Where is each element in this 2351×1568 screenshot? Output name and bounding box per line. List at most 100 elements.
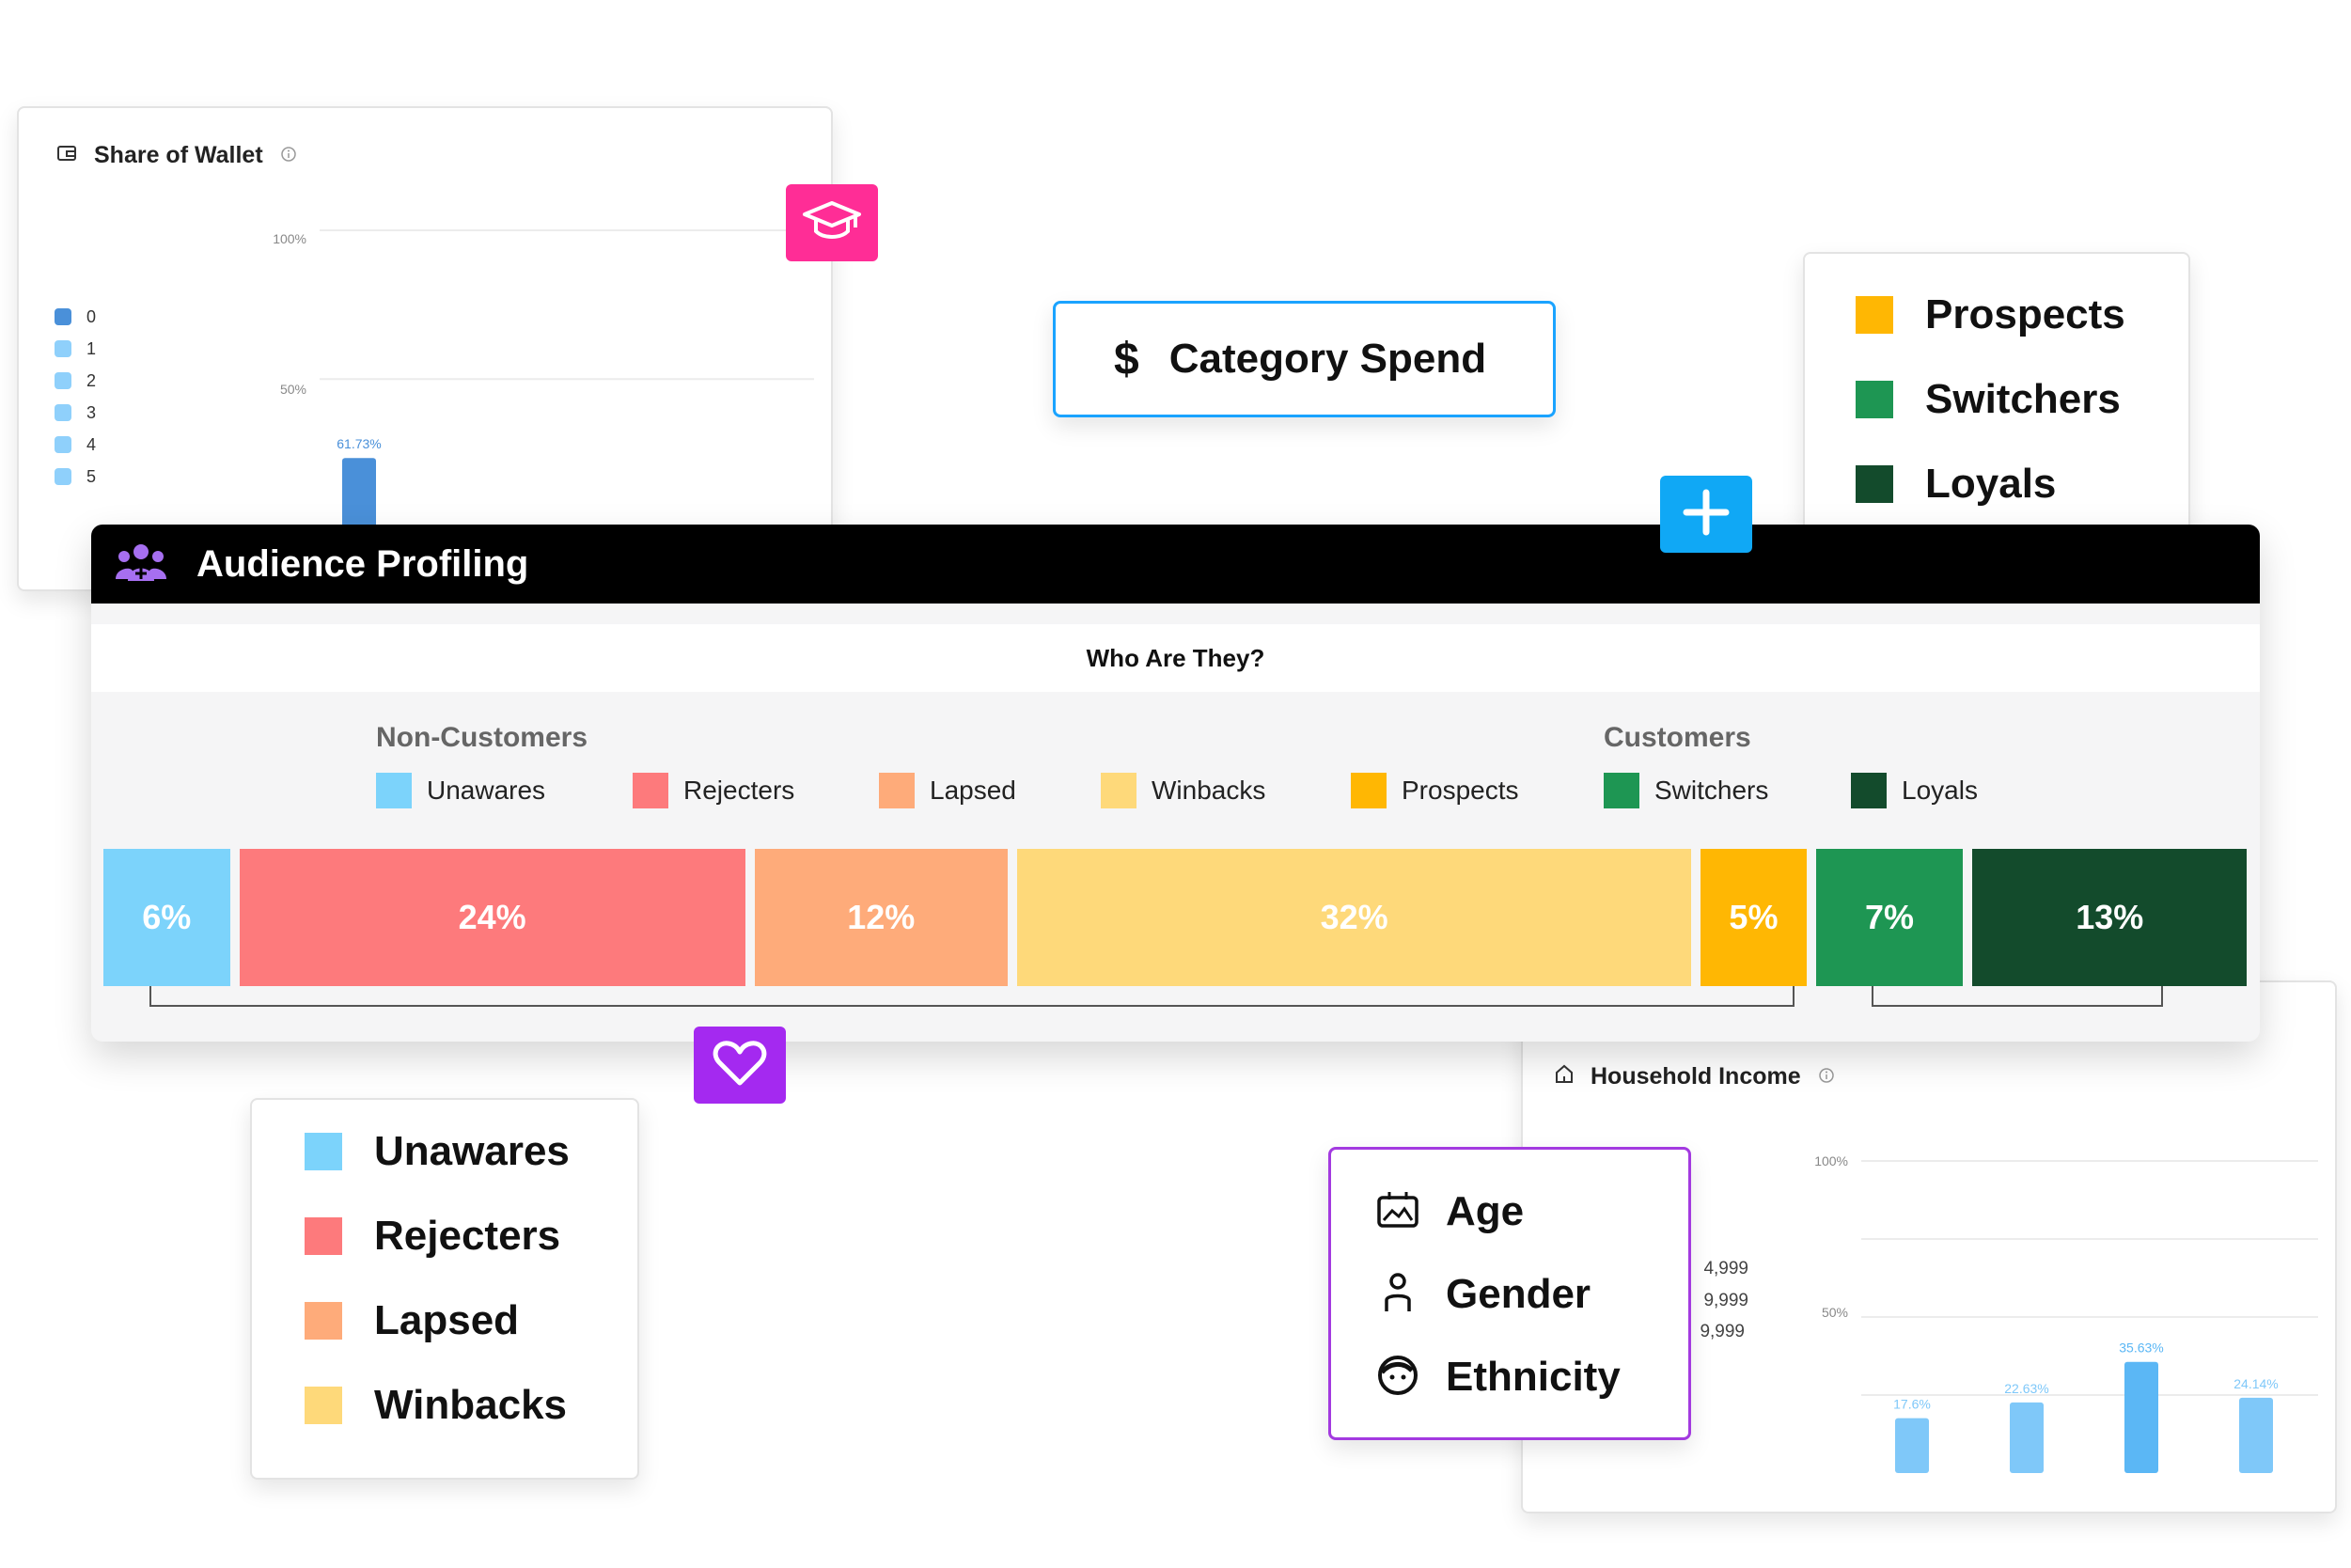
- data-label: 24.14%: [2233, 1376, 2278, 1391]
- legend-item[interactable]: 2: [55, 365, 96, 397]
- wallet-icon: [56, 142, 77, 169]
- legend-item-winbacks[interactable]: Winbacks: [1101, 773, 1265, 808]
- segment-32-pct[interactable]: 32%: [1016, 849, 1692, 986]
- bar[interactable]: [2239, 1397, 2273, 1473]
- legend-swatch: [55, 468, 71, 485]
- legend-item-rejecters[interactable]: Rejecters: [305, 1194, 637, 1278]
- legend-item-lapsed[interactable]: Lapsed: [879, 773, 1016, 808]
- legend-item-lapsed[interactable]: Lapsed: [305, 1278, 637, 1363]
- household-income-title: Household Income: [1555, 1063, 1835, 1090]
- legend-swatch: [55, 404, 71, 421]
- audience-group-icon: [114, 541, 168, 588]
- legend-swatch: [376, 773, 412, 808]
- data-label: 22.63%: [2004, 1381, 2048, 1396]
- share-of-wallet-title: Share of Wallet: [56, 142, 297, 169]
- person-icon: [1376, 1272, 1419, 1318]
- household-income-chart: 100% 50% 4,999 9,999 9,999 17.6% 22.63% 35…: [1700, 1153, 2318, 1473]
- legend-swatch: [305, 1217, 342, 1255]
- share-of-wallet-legend: 0 1 2 3 4 5: [55, 301, 96, 493]
- legend-swatch: [1856, 465, 1893, 503]
- legend-swatch: [55, 372, 71, 389]
- legend-swatch: [305, 1133, 342, 1170]
- info-icon[interactable]: [1818, 1063, 1835, 1090]
- demographics-card: Age Gender Ethnicity: [1328, 1147, 1691, 1440]
- segment-6-pct[interactable]: 6%: [103, 849, 230, 986]
- legend-item-switchers[interactable]: Switchers: [1856, 357, 2188, 442]
- y-axis-label-mid: 50%: [280, 382, 306, 397]
- share-of-wallet-chart: 100% 50% 61.73%13.08%7.64%6.51%3.9%7.14%: [273, 229, 814, 589]
- legend-swatch: [1101, 773, 1136, 808]
- data-label: 17.6%: [1893, 1397, 1931, 1412]
- audience-profiling-header: Audience Profiling: [91, 525, 2260, 604]
- legend-swatch: [879, 773, 915, 808]
- group-label-noncustomers: Non-Customers: [376, 722, 588, 753]
- legend-swatch: [55, 308, 71, 325]
- age-icon: [1376, 1190, 1419, 1234]
- audience-profiling-title: Audience Profiling: [196, 542, 529, 585]
- heart-icon: [713, 1040, 767, 1091]
- legend-item[interactable]: 4: [55, 429, 96, 461]
- legend-swatch: [1351, 773, 1387, 808]
- legend-item-prospects[interactable]: Prospects: [1351, 773, 1519, 808]
- face-icon: [1376, 1354, 1419, 1402]
- income-range-label: 9,999: [1700, 1322, 1745, 1341]
- bar[interactable]: [2124, 1361, 2158, 1473]
- customer-legend-card: Prospects Switchers Loyals: [1803, 252, 2190, 534]
- segment-12-pct[interactable]: 12%: [754, 849, 1008, 986]
- income-range-label: 4,999: [1702, 1259, 1748, 1278]
- bar[interactable]: [1895, 1418, 1929, 1473]
- legend-item[interactable]: 5: [55, 461, 96, 493]
- customer-bracket: [1872, 986, 2163, 1007]
- income-range-label: 9,999: [1703, 1291, 1748, 1310]
- data-label: 61.73%: [337, 436, 381, 451]
- legend-item-winbacks[interactable]: Winbacks: [305, 1363, 637, 1448]
- demographic-item-gender[interactable]: Gender: [1376, 1253, 1688, 1336]
- legend-item-loyals[interactable]: Loyals: [1856, 442, 2188, 526]
- legend-swatch: [55, 340, 71, 357]
- section-subtitle: Who Are They?: [91, 624, 2260, 692]
- legend-swatch: [1604, 773, 1639, 808]
- segment-5-pct[interactable]: 5%: [1701, 849, 1807, 986]
- legend-swatch: [1851, 773, 1887, 808]
- category-spend-chip[interactable]: $ Category Spend: [1053, 301, 1556, 417]
- graduation-cap-button[interactable]: [786, 184, 878, 261]
- legend-swatch: [55, 436, 71, 453]
- segment-13-pct[interactable]: 13%: [1972, 849, 2247, 986]
- legend-item[interactable]: 0: [55, 301, 96, 333]
- legend-item-unawares[interactable]: Unawares: [305, 1109, 637, 1194]
- legend-swatch: [1856, 381, 1893, 418]
- legend-swatch: [1856, 296, 1893, 334]
- segment-24-pct[interactable]: 24%: [239, 849, 745, 986]
- y-axis-label-mid: 50%: [1822, 1305, 1848, 1320]
- legend-item-loyals[interactable]: Loyals: [1851, 773, 1978, 808]
- plus-icon: [1683, 489, 1730, 541]
- legend-swatch: [305, 1387, 342, 1424]
- data-label: 35.63%: [2119, 1341, 2163, 1356]
- share-of-wallet-card: Share of Wallet 0 1 2 3 4 5 100% 50% 61.…: [17, 106, 833, 591]
- audience-profiling-panel: Audience Profiling Who Are They? Non-Cus…: [91, 525, 2260, 1042]
- legend-item[interactable]: 1: [55, 333, 96, 365]
- dollar-icon: $: [1114, 334, 1139, 384]
- legend-item-prospects[interactable]: Prospects: [1856, 273, 2188, 357]
- segment-7-pct[interactable]: 7%: [1815, 849, 1964, 986]
- legend-item-unawares[interactable]: Unawares: [376, 773, 545, 808]
- legend-item-switchers[interactable]: Switchers: [1604, 773, 1768, 808]
- heart-button[interactable]: [694, 1027, 786, 1104]
- y-axis-label-top: 100%: [273, 231, 306, 246]
- noncustomer-legend-card: Unawares Rejecters Lapsed Winbacks: [250, 1098, 639, 1480]
- home-icon: [1555, 1063, 1574, 1090]
- info-icon[interactable]: [280, 142, 297, 169]
- noncustomer-bracket: [149, 986, 1795, 1007]
- category-spend-label: Category Spend: [1168, 336, 1487, 382]
- y-axis-label-top: 100%: [1814, 1153, 1848, 1168]
- legend-item[interactable]: 3: [55, 397, 96, 429]
- demographic-item-ethnicity[interactable]: Ethnicity: [1376, 1336, 1688, 1419]
- bar[interactable]: [2010, 1402, 2044, 1473]
- group-label-customers: Customers: [1604, 722, 1751, 753]
- legend-swatch: [305, 1302, 342, 1340]
- graduation-cap-icon: [801, 197, 863, 249]
- legend-swatch: [633, 773, 668, 808]
- legend-item-rejecters[interactable]: Rejecters: [633, 773, 794, 808]
- add-button[interactable]: [1660, 476, 1752, 553]
- demographic-item-age[interactable]: Age: [1376, 1170, 1688, 1253]
